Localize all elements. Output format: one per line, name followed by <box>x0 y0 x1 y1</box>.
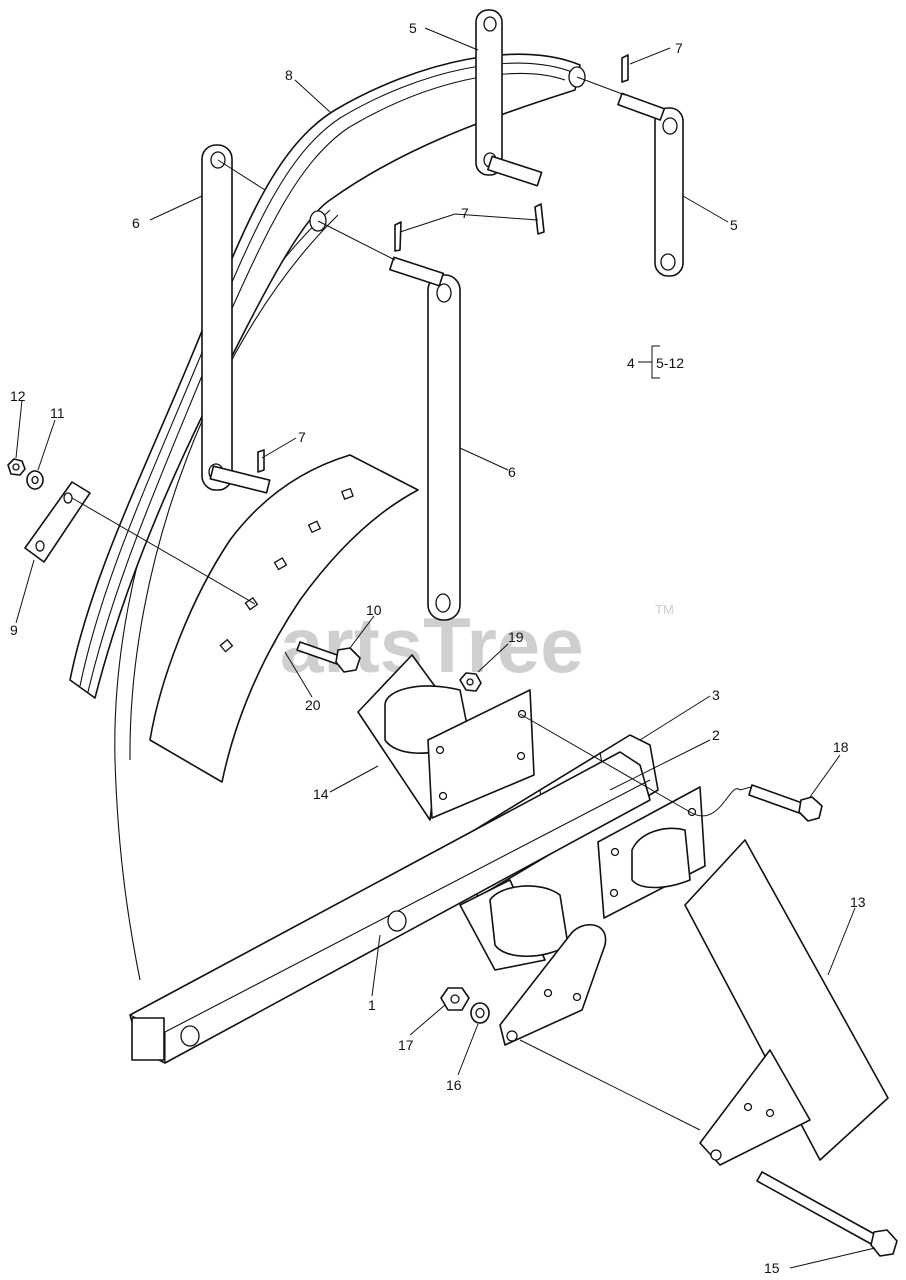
part-13-lift-bracket[interactable] <box>597 786 889 1166</box>
part-6-link-left[interactable] <box>201 144 233 491</box>
watermark-tm: TM <box>655 602 674 617</box>
part-6-link-center[interactable] <box>427 274 461 621</box>
callout-5-right: 5 <box>730 217 738 233</box>
callout-10: 10 <box>366 602 382 618</box>
guide-line-left-link <box>217 159 266 191</box>
pin-right-link <box>617 92 666 121</box>
part-7-cotter-pin-a[interactable] <box>621 54 629 83</box>
callout-11: 11 <box>50 405 65 421</box>
part-19-nut[interactable] <box>459 672 482 692</box>
callout-4-bracket <box>638 345 660 379</box>
part-15-long-bolt[interactable] <box>756 1171 898 1257</box>
callout-4: 4 <box>627 355 635 371</box>
part-1-main-tube[interactable] <box>129 751 651 1064</box>
part-9-bracket-plate[interactable] <box>24 481 91 563</box>
part-10-bolt[interactable] <box>296 641 361 673</box>
callout-2: 2 <box>712 727 720 743</box>
part-16-washer[interactable] <box>470 1002 490 1024</box>
callout-leaders <box>15 27 876 1269</box>
part-7-cotter-pin-b[interactable] <box>394 221 402 252</box>
part-11-washer[interactable] <box>26 470 44 490</box>
guide-line-right-pin <box>576 76 626 96</box>
callout-17: 17 <box>398 1037 414 1053</box>
part-17-nut[interactable] <box>440 987 470 1011</box>
part-12-nut[interactable] <box>7 458 26 476</box>
part-20-wear-plate[interactable] <box>149 454 419 783</box>
callout-5-top: 5 <box>409 20 417 36</box>
callout-15: 15 <box>764 1260 780 1276</box>
callout-13: 13 <box>850 894 866 910</box>
guide-line-lower-pivot <box>519 1039 701 1131</box>
part-7-cotter-pin-c[interactable] <box>534 203 545 235</box>
blade-arc-inner <box>129 214 339 761</box>
callout-7-lower: 7 <box>298 429 306 445</box>
callout-14: 14 <box>313 786 329 802</box>
guide-line-bolt-18 <box>689 785 756 817</box>
callout-8: 8 <box>285 67 293 83</box>
part-14-mounting-bracket[interactable] <box>357 654 535 821</box>
pin-left-lower <box>209 465 271 494</box>
callout-19: 19 <box>508 629 524 645</box>
callout-1: 1 <box>368 997 376 1013</box>
callout-18: 18 <box>833 739 849 755</box>
callout-20: 20 <box>305 697 321 713</box>
part-18-bolt[interactable] <box>748 784 823 822</box>
callout-16: 16 <box>446 1077 462 1093</box>
callout-6-left: 6 <box>132 215 140 231</box>
callout-12: 12 <box>10 388 26 404</box>
callout-9: 9 <box>10 622 18 638</box>
guide-line-bracket <box>71 497 256 605</box>
pin-center <box>389 256 445 287</box>
callout-3: 3 <box>712 687 720 703</box>
callout-7-top-right: 7 <box>675 40 683 56</box>
guide-line-center-pin <box>317 220 396 261</box>
part-5-link-right[interactable] <box>654 107 684 277</box>
part-7-cotter-pin-d[interactable] <box>257 449 265 473</box>
callout-4-range: 5-12 <box>656 355 684 371</box>
guide-line-bracket-14 <box>519 713 691 813</box>
lower-pivot-bracket[interactable] <box>459 879 607 1046</box>
part-8-blade-arm[interactable] <box>69 53 586 699</box>
part-5-link-top[interactable] <box>475 9 503 176</box>
pin-top-link <box>487 155 543 187</box>
callout-6-center: 6 <box>508 464 516 480</box>
callout-7-middle: 7 <box>461 205 469 221</box>
